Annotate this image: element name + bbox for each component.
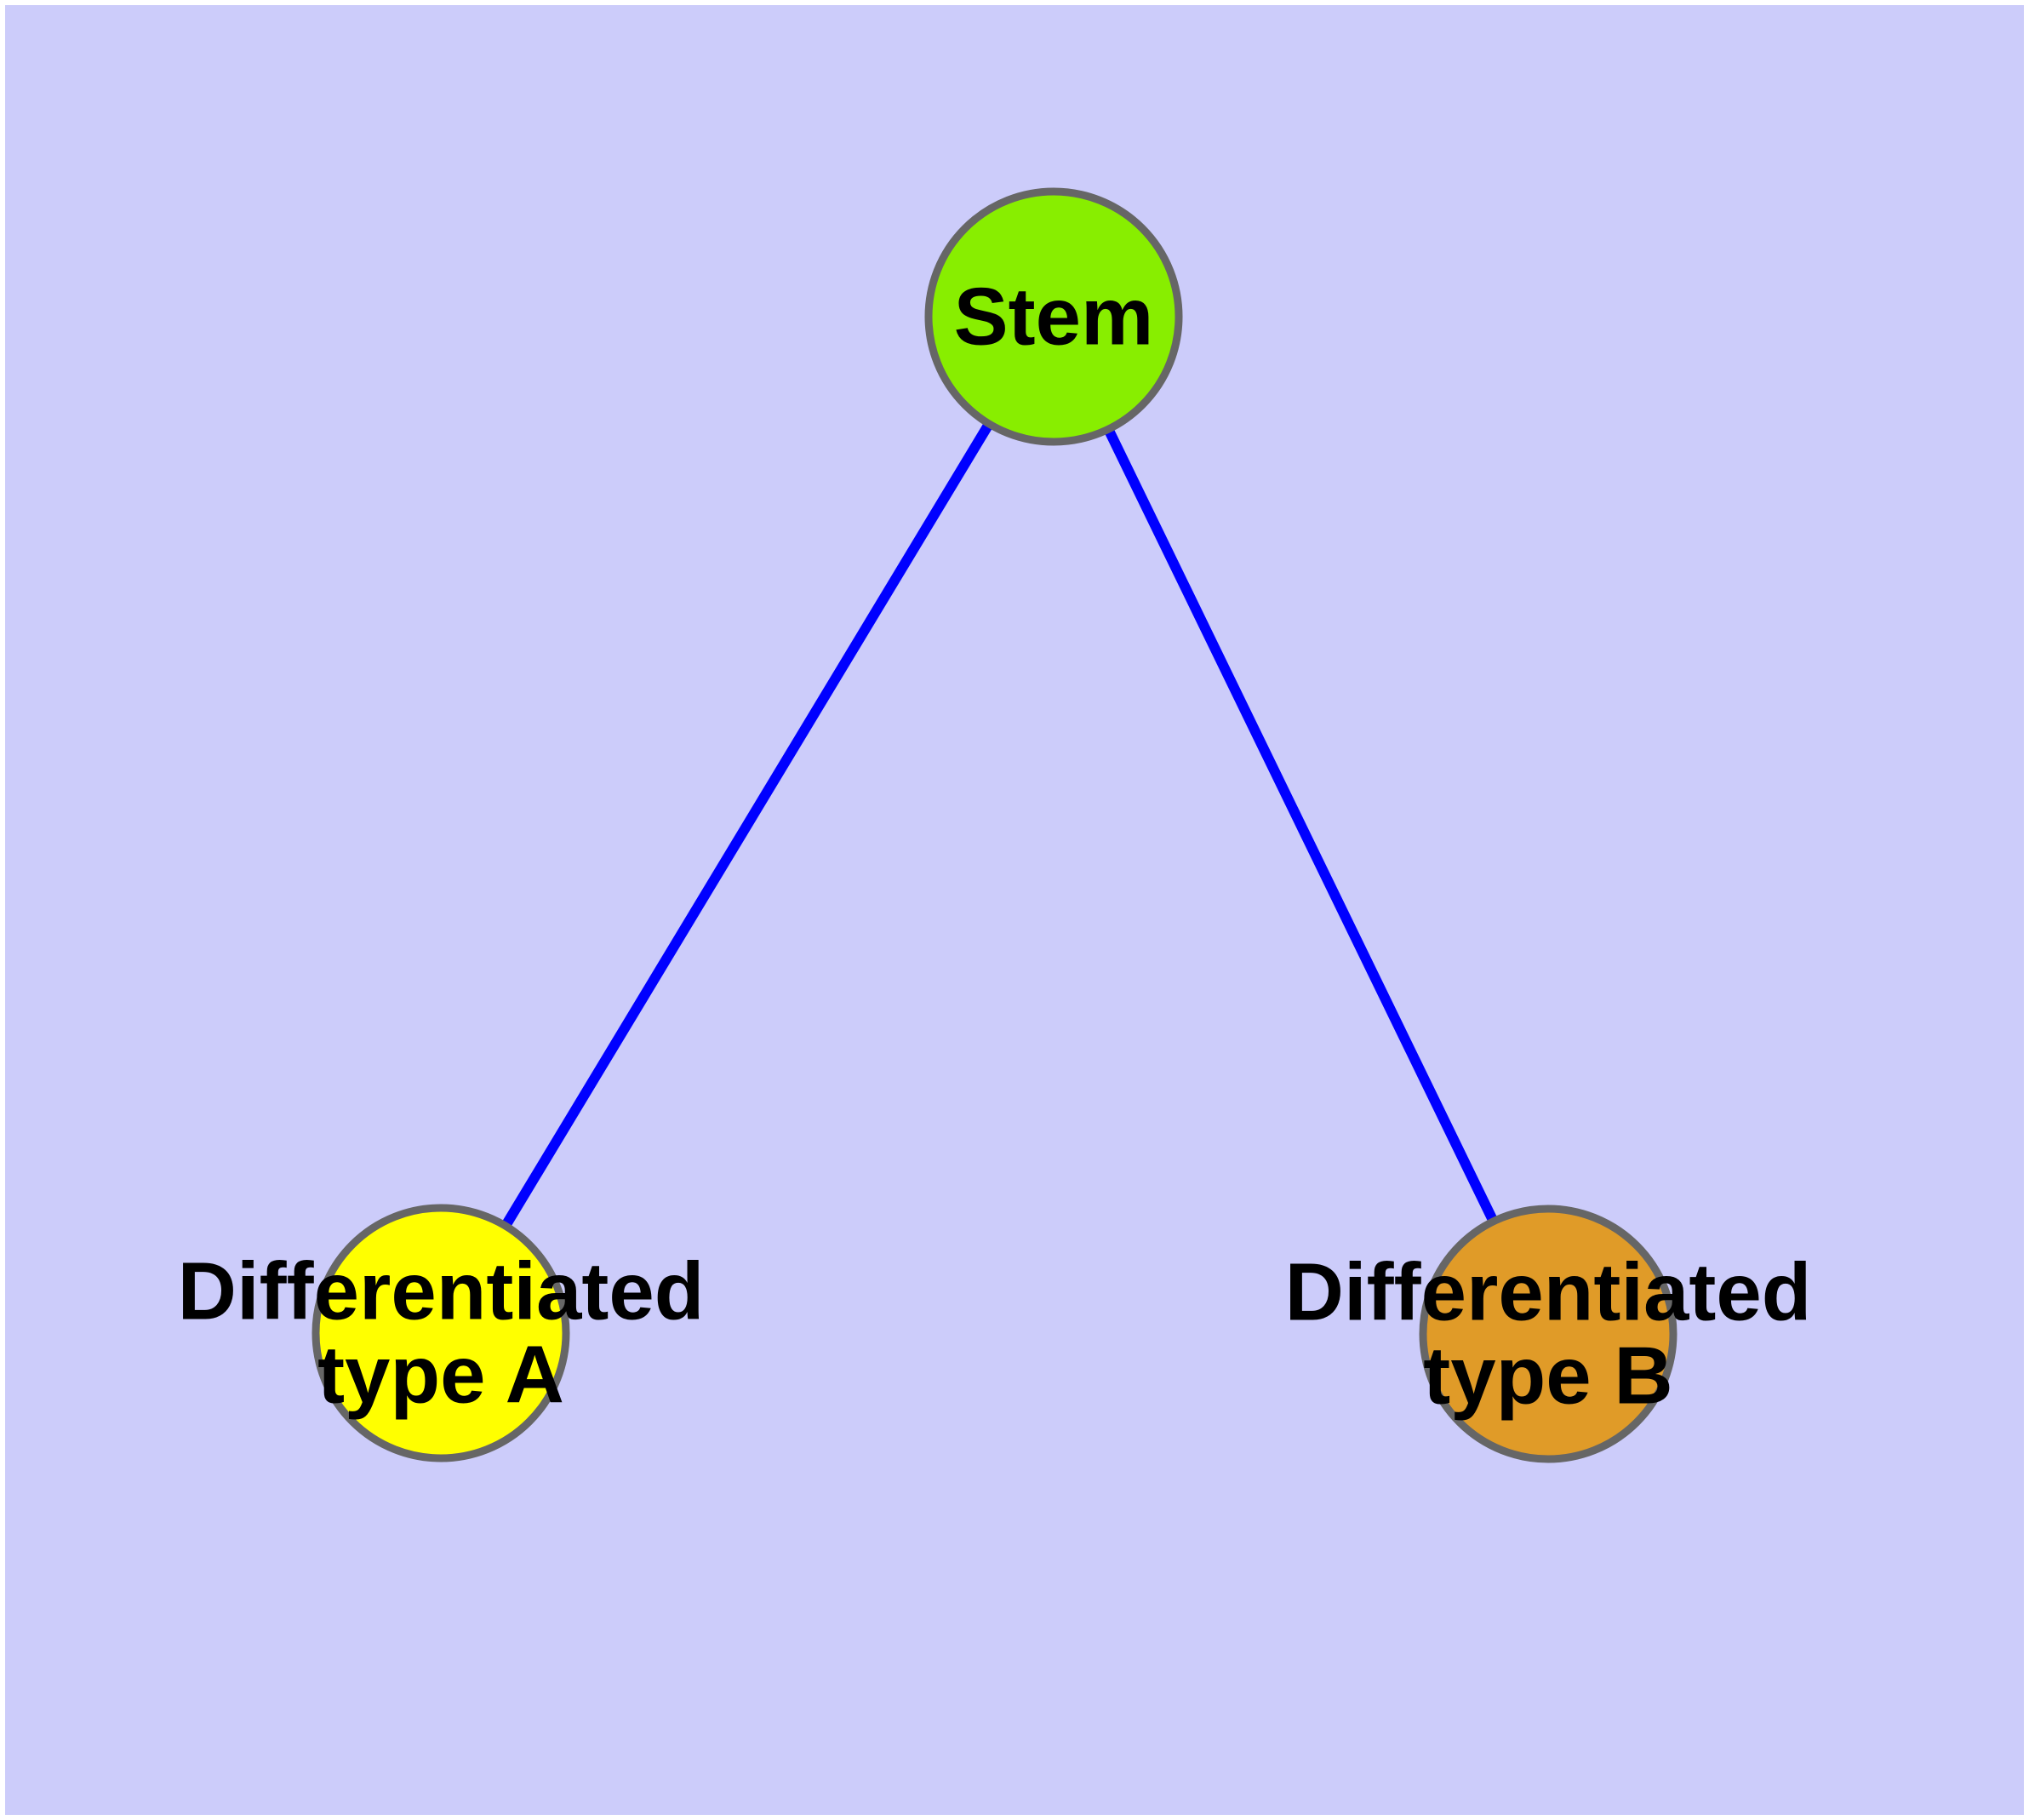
graph-node-diff_b[interactable]	[1419, 1205, 1677, 1463]
graph-edge-stem-to-a	[500, 421, 994, 1229]
graph-node-diff_a[interactable]	[311, 1204, 570, 1462]
node-label-line: Differentiated	[1285, 1247, 1812, 1338]
graph-edge-stem-to-b	[1103, 426, 1499, 1224]
node-label-line: type B	[1423, 1331, 1672, 1422]
graph-node-stem[interactable]	[924, 187, 1183, 446]
node-label-stem: Stem	[954, 272, 1154, 363]
node-label-line: type A	[317, 1330, 564, 1421]
node-label-line: Differentiated	[178, 1246, 705, 1337]
edges-layer	[500, 421, 1499, 1229]
nodes-layer	[311, 187, 1677, 1463]
node-label-line: Stem	[954, 272, 1154, 363]
